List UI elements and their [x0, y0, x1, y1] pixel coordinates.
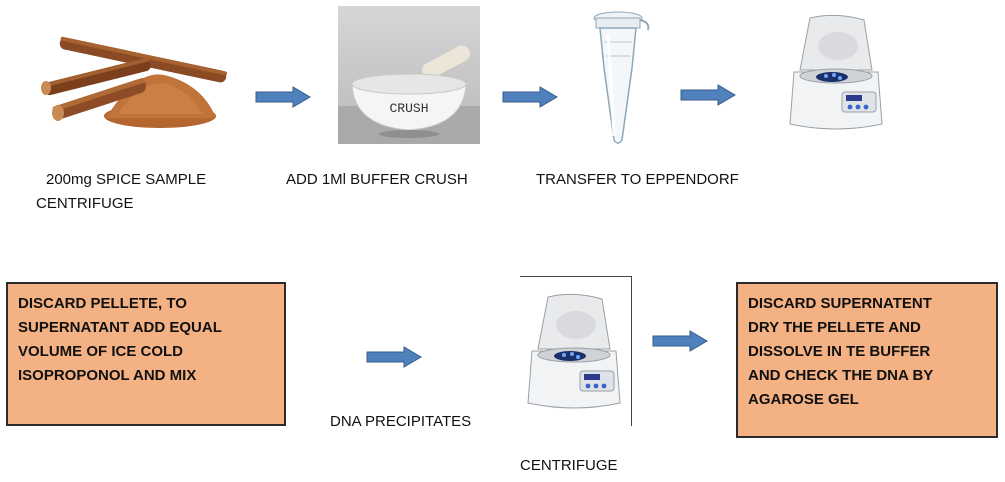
mortar-pestle-image: CRUSH	[338, 6, 480, 144]
eppendorf-tube-image	[584, 8, 654, 148]
centrifuge-label: CENTRIFUGE	[520, 457, 618, 474]
spice-label-line: 200mg SPICE SAMPLE	[46, 171, 207, 188]
flow-arrow-icon	[502, 86, 558, 108]
centrifuge-icon	[527, 293, 621, 409]
centrifuge-image-top	[786, 12, 886, 134]
mortar-text: CRUSH	[389, 101, 428, 116]
box-line: DISCARD SUPERNATENT	[748, 295, 932, 312]
box-line: DISSOLVE IN TE BUFFER	[748, 343, 931, 360]
flow-arrow-icon	[255, 86, 311, 108]
box-line: SUPERNATANT ADD EQUAL	[18, 319, 222, 336]
box-line: ISOPROPONOL AND MIX	[18, 367, 197, 384]
cinnamon-spice-icon	[41, 36, 228, 128]
eppendorf-tube-icon	[593, 11, 650, 144]
cinnamon-spice-image	[38, 36, 230, 132]
dna-precipitates-label: DNA PRECIPITATES	[330, 413, 472, 430]
spice-sample-label: 200mg SPICE SAMPLE CENTRIFUGE	[36, 168, 206, 216]
flow-arrow-icon	[366, 346, 422, 368]
box-line: AND CHECK THE DNA BY	[748, 367, 934, 384]
transfer-eppendorf-label: TRANSFER TO EPPENDORF	[536, 171, 739, 188]
spice-label-line: CENTRIFUGE	[36, 195, 134, 212]
flow-arrow-icon	[652, 330, 708, 352]
flow-arrow-icon	[680, 84, 736, 106]
centrifuge-icon	[789, 14, 883, 130]
box-line: VOLUME OF ICE COLD	[18, 343, 183, 360]
add-buffer-label: ADD 1Ml BUFFER CRUSH	[286, 171, 468, 188]
box-line: DRY THE PELLETE AND	[748, 319, 921, 336]
mortar-pestle-icon: CRUSH	[338, 6, 480, 144]
discard-pellet-box: DISCARD PELLETE, TO SUPERNATANT ADD EQUA…	[6, 282, 286, 426]
centrifuge-image-bottom	[520, 276, 632, 426]
box-line: AGAROSE GEL	[748, 391, 859, 408]
discard-supernatant-box: DISCARD SUPERNATENT DRY THE PELLETE AND …	[736, 282, 998, 438]
box-line: DISCARD PELLETE, TO	[18, 295, 187, 312]
